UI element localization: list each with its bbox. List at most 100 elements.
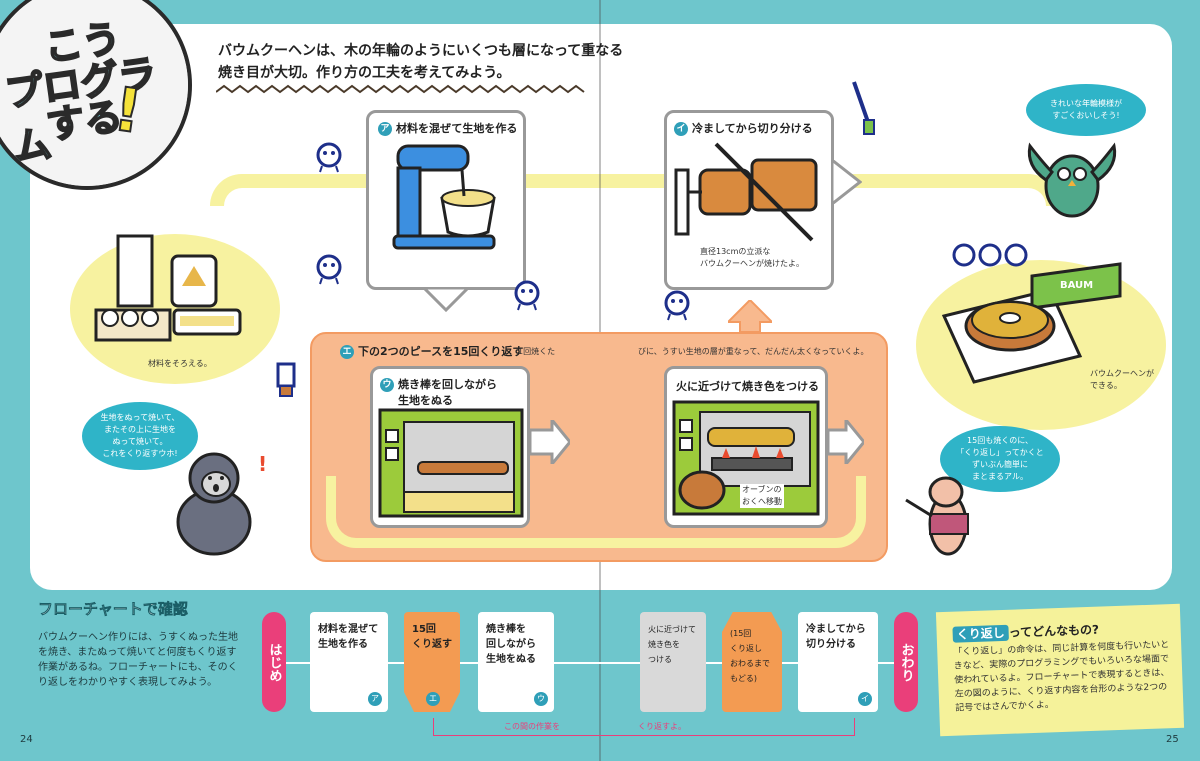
step-i-label: 冷ましてから切り分ける bbox=[692, 122, 813, 135]
step-fire-caption-2: おくへ移動 bbox=[742, 497, 782, 506]
step-i-title: イ冷ましてから切り分ける bbox=[674, 120, 813, 136]
bracket-label-left: この間の作業を bbox=[504, 722, 560, 731]
done-caption-1: バウムクーヘンが bbox=[1090, 369, 1154, 378]
step-i-caption-1: 直径13cmの立派な bbox=[700, 247, 771, 256]
flow-box-loop-start: 15回 くり返す エ bbox=[404, 612, 460, 712]
flow-box-loop-start-label: 15回 くり返す bbox=[412, 624, 452, 650]
arrow-up-i bbox=[728, 300, 772, 332]
note-title-rest: ってどんなもの? bbox=[1008, 622, 1100, 640]
gorilla-exclaim: ! bbox=[258, 452, 268, 476]
done-caption-2: できる。 bbox=[1090, 381, 1122, 390]
page-number-left: 24 bbox=[20, 734, 33, 745]
owl-bubble: きれいな年輪模様が すごくおいしそう! bbox=[1026, 84, 1146, 136]
flow-box-coat: 焼き棒を 回しながら 生地をぬる ウ bbox=[478, 612, 554, 712]
flow-box-loop-end: (15回 くり返し おわるまで もどる) bbox=[722, 612, 782, 712]
arrow-right-fire bbox=[828, 420, 864, 464]
done-caption: バウムクーヘンが できる。 bbox=[1090, 368, 1154, 392]
zigzag-divider bbox=[216, 84, 585, 94]
gorilla-bubble: 生地をぬって焼いて、 またその上に生地を ぬって焼いて。 これをくり返すウホ! bbox=[82, 402, 198, 470]
intro-line-2: 焼き目が大切。作り方の工夫を考えてみよう。 bbox=[218, 65, 511, 81]
flow-box-mix-label: 材料を混ぜて 生地を作る bbox=[318, 624, 379, 650]
step-e-letter: エ bbox=[340, 345, 354, 359]
owl-character bbox=[1027, 142, 1117, 218]
step-i-caption: 直径13cmの立派な バウムクーヘンが焼けたよ。 bbox=[700, 246, 804, 270]
ingredients-illustration bbox=[94, 234, 242, 342]
flow-box-mix-tag: ア bbox=[368, 692, 382, 706]
flowchart-description: バウムクーヘン作りには、うすくぬった生地を焼き、またぬって焼いてと何度もくり返す… bbox=[38, 632, 238, 688]
owl-bubble-line-2: すごくおいしそう! bbox=[1052, 111, 1120, 120]
step-u-label-2: 生地をぬる bbox=[398, 394, 453, 407]
step-fire-caption: オーブンの おくへ移動 bbox=[740, 484, 784, 508]
animal-bubble-line-1: 15回も焼くのに、 bbox=[967, 436, 1033, 445]
cutting-illustration bbox=[674, 142, 818, 242]
step-u-letter: ウ bbox=[380, 378, 394, 392]
gorilla-bubble-line-4: これをくり返すウホ! bbox=[102, 449, 178, 458]
animal-bubble: 15回も焼くのに、 「くり返し」ってかくと ずいぶん簡単に まとまるアル。 bbox=[940, 426, 1060, 492]
critter-icon-2 bbox=[316, 254, 342, 285]
intro-text: バウムクーヘンは、木の年輪のようにいくつも層になって重なる 焼き目が大切。作り方… bbox=[218, 40, 623, 84]
flow-box-coat-label: 焼き棒を 回しながら 生地をぬる bbox=[486, 624, 536, 665]
step-u-title: ウ焼き棒を回しながら 生地をぬる bbox=[380, 376, 497, 408]
repeat-bracket bbox=[433, 718, 855, 736]
flow-box-loop-start-tag: エ bbox=[426, 692, 440, 706]
step-i-letter: イ bbox=[674, 122, 688, 136]
critter-icon-3 bbox=[514, 280, 540, 311]
step-e-label: 下の2つのピースを15回くり返す bbox=[358, 345, 524, 358]
flow-box-cut-tag: イ bbox=[858, 692, 872, 706]
step-i-caption-2: バウムクーヘンが焼けたよ。 bbox=[700, 259, 804, 268]
gorilla-character bbox=[176, 452, 252, 556]
baumkuchen-illustration: BAUM bbox=[941, 262, 1122, 384]
flow-box-mix: 材料を混ぜて 生地を作る ア bbox=[310, 612, 388, 712]
flow-end: おわり bbox=[894, 612, 918, 712]
arrow-right-u bbox=[530, 420, 570, 464]
flow-box-loop-end-label: (15回 くり返し おわるまで もどる) bbox=[730, 629, 770, 683]
step-fire-title: 火に近づけて焼き色をつける bbox=[676, 380, 819, 393]
brush-icon bbox=[276, 362, 296, 397]
flowchart-title: フローチャートで確認 bbox=[38, 600, 188, 619]
loop-path bbox=[326, 476, 866, 548]
intro-line-1: バウムクーヘンは、木の年輪のようにいくつも層になって重なる bbox=[218, 43, 624, 59]
animal-bubble-line-4: まとまるアル。 bbox=[972, 472, 1028, 481]
gorilla-bubble-line-2: またその上に生地を bbox=[104, 425, 176, 434]
title-badge: こう プログラム する ! bbox=[0, 0, 192, 190]
animal-character bbox=[905, 476, 969, 556]
gorilla-bubble-line-3: ぬって焼いて。 bbox=[112, 437, 168, 446]
mixer-illustration bbox=[392, 144, 496, 250]
owl-bubble-line-1: きれいな年輪模様が bbox=[1050, 99, 1122, 108]
note-title-highlight: くり返し bbox=[952, 624, 1009, 643]
arrow-down-a bbox=[424, 288, 468, 312]
step-e-title: エ下の2つのピースを15回くり返す bbox=[340, 343, 523, 359]
flow-start: はじめ bbox=[262, 612, 286, 712]
step-a-label: 材料を混ぜて生地を作る bbox=[396, 122, 518, 135]
note-title: くり返しってどんなもの? bbox=[952, 621, 1099, 643]
step-fire-caption-1: オーブンの bbox=[742, 485, 782, 494]
step-e-note: びに、うすい生地の層が重なって、だんだん太くなっていくよ。 bbox=[638, 347, 869, 356]
flow-box-cut-label: 冷ましてから 切り分ける bbox=[806, 624, 866, 650]
flow-box-bake: 火に近づけて 焼き色を つける bbox=[640, 612, 706, 712]
critter-icon-4 bbox=[664, 290, 690, 321]
flow-line bbox=[270, 662, 900, 664]
animal-bubble-line-3: ずいぶん簡単に bbox=[971, 460, 1028, 469]
animal-bubble-line-2: 「くり返し」ってかくと bbox=[956, 448, 1044, 457]
step-a-title: ア材料を混ぜて生地を作る bbox=[378, 120, 517, 136]
flow-box-bake-label: 火に近づけて 焼き色を つける bbox=[648, 625, 696, 664]
page-number-right: 25 bbox=[1166, 734, 1179, 745]
step-e-count: 1回焼くた bbox=[518, 347, 556, 356]
step-a-letter: ア bbox=[378, 122, 392, 136]
box-label: BAUM bbox=[1060, 280, 1093, 291]
gorilla-bubble-line-1: 生地をぬって焼いて、 bbox=[100, 413, 180, 422]
ingredients-caption: 材料をそろえる。 bbox=[148, 359, 212, 368]
critter-icon-1 bbox=[316, 142, 342, 173]
bracket-label-right: くり返すよ。 bbox=[638, 722, 686, 731]
oven-coating-illustration bbox=[378, 408, 524, 518]
critter-icon-5 bbox=[952, 243, 1028, 267]
top-path bbox=[210, 174, 1060, 206]
note-body: 「くり返し」の命令は、同じ計算を何度も行いたいときなど、実際のプログラミングでも… bbox=[953, 640, 1170, 714]
repeat-note: くり返しってどんなもの? 「くり返し」の命令は、同じ計算を何度も行いたいときなど… bbox=[935, 603, 1185, 737]
flow-box-coat-tag: ウ bbox=[534, 692, 548, 706]
flow-box-cut: 冷ましてから 切り分ける イ bbox=[798, 612, 878, 712]
arrow-right-i bbox=[832, 160, 862, 204]
knife-icon bbox=[852, 81, 875, 135]
step-u-label-1: 焼き棒を回しながら bbox=[398, 378, 497, 391]
